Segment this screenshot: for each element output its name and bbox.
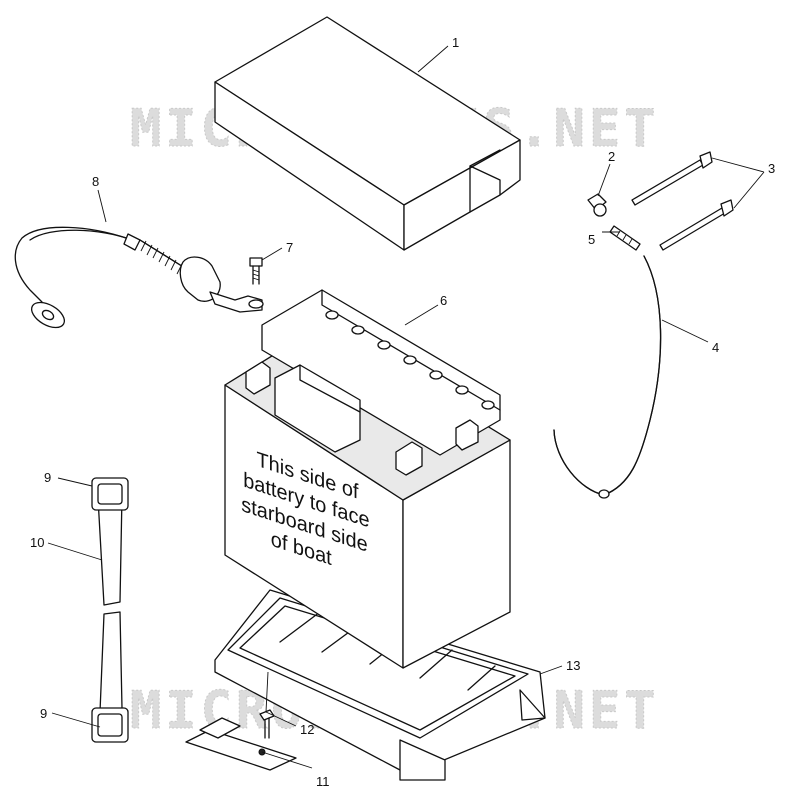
callout-6: 6 (440, 293, 447, 308)
callout-8: 8 (92, 174, 99, 189)
callout-12: 12 (300, 722, 314, 737)
hold-down-bolts (631, 151, 734, 251)
callout-10: 10 (30, 535, 44, 550)
vent-hose (553, 255, 662, 499)
battery-cable (14, 226, 264, 329)
callout-7: 7 (286, 240, 293, 255)
callout-4: 4 (712, 340, 719, 355)
hose-fitting (587, 193, 607, 217)
vent-fitting (609, 225, 641, 251)
hold-down-strap (97, 494, 123, 713)
callout-2: 2 (608, 149, 615, 164)
callout-3: 3 (768, 161, 775, 176)
strap-buckle-bottom (91, 707, 129, 743)
callout-11: 11 (316, 774, 330, 789)
bracket (185, 717, 297, 771)
battery-cover (214, 16, 521, 251)
terminal-bolt (249, 257, 263, 285)
callout-9-bottom: 9 (40, 706, 47, 721)
callout-1: 1 (452, 35, 459, 50)
battery: This side of battery to face starboard s… (224, 289, 511, 669)
callout-numbers: 1 2 3 4 5 6 7 8 9 10 9 11 12 13 (30, 35, 775, 789)
callout-13: 13 (566, 658, 580, 673)
callout-5: 5 (588, 232, 595, 247)
strap-buckle-top (91, 477, 129, 511)
leader-lines (47, 45, 765, 769)
callout-9-top: 9 (44, 470, 51, 485)
